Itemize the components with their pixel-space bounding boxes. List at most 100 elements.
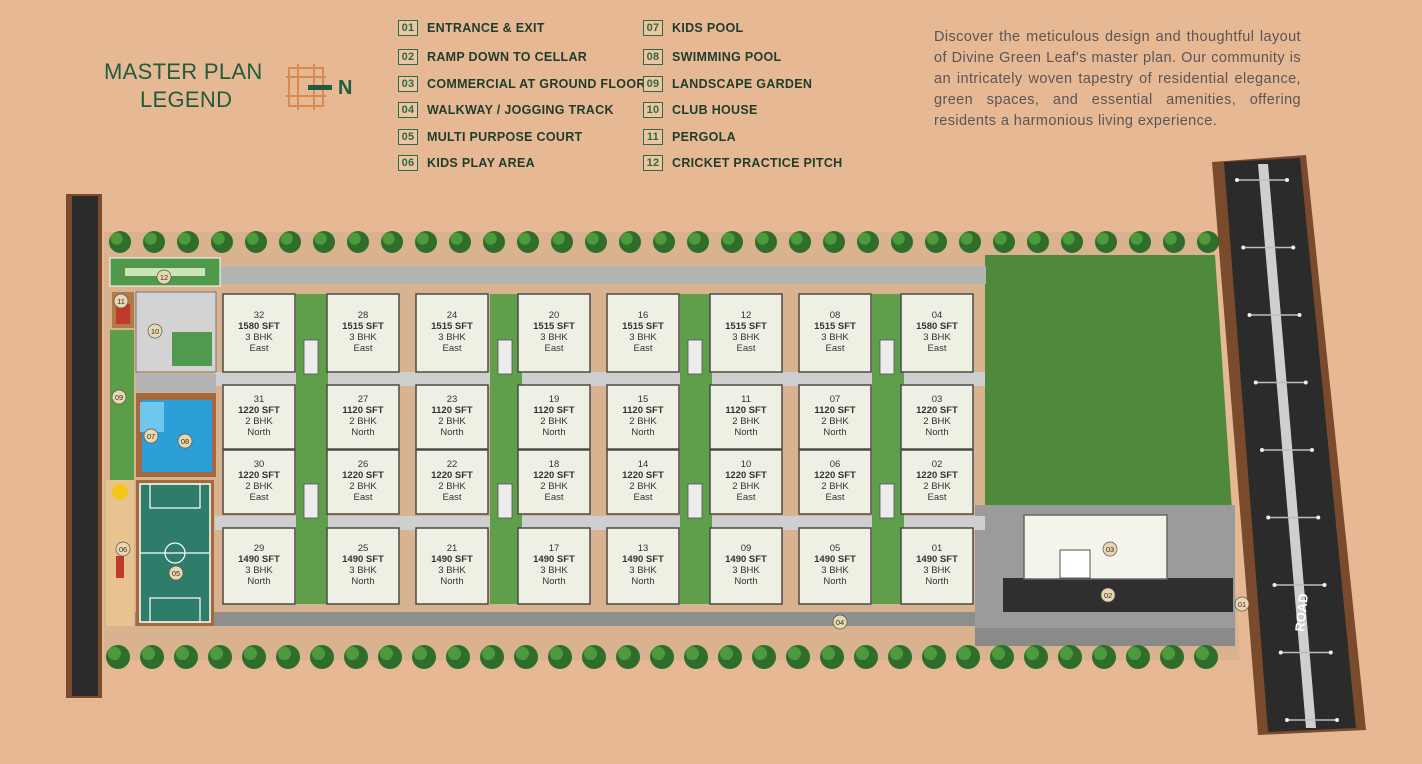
left-road [72, 196, 98, 696]
unit-facing: East [544, 492, 563, 503]
marker-06-label: 06 [119, 545, 127, 554]
club-pathway [136, 374, 216, 392]
stair-icon [687, 483, 703, 519]
tree-highlight [586, 232, 599, 245]
middle-lane-2 [215, 516, 985, 530]
lamp-light-icon [1241, 245, 1246, 250]
unit-no: 31 [254, 394, 265, 405]
tree-highlight [991, 646, 1006, 661]
house-plot [326, 293, 400, 373]
unit-area: 1220 SFT [725, 470, 767, 481]
unit-area: 1490 SFT [725, 554, 767, 565]
unit-no: 30 [254, 459, 265, 470]
unit-type: 2 BHK [245, 481, 273, 492]
unit-facing: North [542, 576, 565, 587]
unit-facing: North [823, 576, 846, 587]
tree-highlight [926, 232, 939, 245]
marker-11-circle [113, 293, 129, 309]
unit-type: 2 BHK [923, 481, 951, 492]
house-plot [900, 293, 974, 373]
court-key-top [149, 483, 201, 509]
legend-label: WALKWAY / JOGGING TRACK [427, 103, 614, 117]
tree-highlight [379, 646, 393, 661]
legend-label: ENTRANCE & EXIT [427, 21, 545, 35]
green-lawn [985, 255, 1232, 510]
unit-type: 3 BHK [349, 565, 377, 576]
unit-type: 2 BHK [245, 416, 273, 427]
house-plot [606, 527, 680, 605]
unit-type: 2 BHK [821, 481, 849, 492]
marker-04-circle [832, 614, 848, 630]
unit-facing: North [925, 576, 948, 587]
unit-facing: East [927, 343, 946, 354]
unit-type: 3 BHK [438, 565, 466, 576]
marker-09-label: 09 [115, 393, 123, 402]
tree-highlight [858, 232, 871, 245]
tree-highlight [447, 646, 461, 661]
unit-no: 07 [830, 394, 841, 405]
legend-label: COMMERCIAL AT GROUND FLOOR [427, 77, 646, 91]
tree-highlight [685, 646, 700, 661]
tree-highlight [311, 646, 325, 661]
tree-highlight [617, 646, 632, 661]
legend-label: CRICKET PRACTICE PITCH [672, 156, 843, 170]
lamp-light-icon [1316, 515, 1321, 520]
description-text: Discover the meticulous design and thoug… [934, 29, 1301, 129]
house-plot [798, 527, 872, 605]
tree-highlight [756, 232, 769, 245]
tree-highlight [824, 232, 837, 245]
house-plot [326, 384, 400, 450]
unit-type: 2 BHK [629, 481, 657, 492]
unit-facing: East [736, 492, 755, 503]
unit-type: 3 BHK [349, 332, 377, 343]
legend-label: KIDS POOL [672, 21, 744, 35]
legend-label: MULTI PURPOSE COURT [427, 130, 583, 144]
unit-no: 29 [254, 543, 265, 554]
unit-facing: North [631, 576, 654, 587]
title-line-1: MASTER PLAN [104, 59, 263, 84]
tree-highlight [1025, 646, 1039, 661]
unit-no: 28 [358, 310, 369, 321]
tree-highlight [481, 646, 495, 661]
unit-facing: North [351, 576, 374, 587]
unit-no: 02 [932, 459, 943, 470]
tree-highlight [1028, 232, 1041, 245]
marker-10-circle [147, 323, 163, 339]
unit-type: 2 BHK [349, 481, 377, 492]
unit-area: 1120 SFT [431, 405, 472, 416]
legend-number: 12 [643, 155, 663, 171]
tree-highlight [787, 646, 802, 661]
tree-highlight [110, 232, 123, 245]
unit-type: 2 BHK [821, 416, 849, 427]
court-center-circle [164, 542, 186, 564]
house-plot [326, 449, 400, 515]
road-median [1258, 164, 1316, 728]
legend_right-item-12: 12 CRICKET PRACTICE PITCH [643, 155, 843, 171]
house-plot [222, 384, 296, 450]
tree-highlight [651, 646, 666, 661]
legend-number: 01 [398, 20, 418, 36]
lamp-light-icon [1297, 313, 1302, 317]
lamp-light-icon [1328, 650, 1333, 655]
tree-highlight [246, 232, 259, 245]
unit-area: 1580 SFT [916, 321, 958, 332]
house-plot [517, 449, 591, 515]
unit-area: 1490 SFT [622, 554, 664, 565]
tree-highlight [1195, 646, 1209, 661]
tree-highlight [552, 232, 565, 245]
tree-highlight [518, 232, 531, 245]
unit-facing: East [825, 343, 844, 354]
